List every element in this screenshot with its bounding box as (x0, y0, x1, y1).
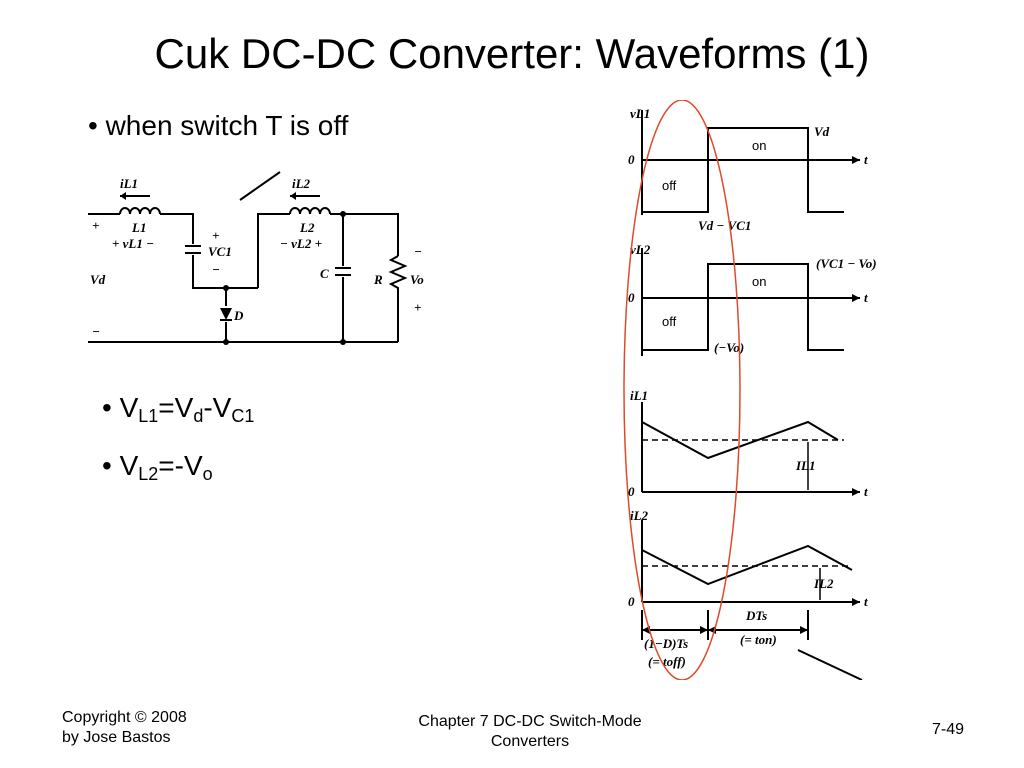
vl1-waveform (642, 127, 844, 213)
label-one-minus-d: (1−D)Ts (644, 636, 688, 651)
off-vl1: off (662, 178, 677, 193)
footer-copyright: Copyright © 2008 by Jose Bastos (62, 709, 187, 746)
highlight-ellipse (623, 100, 741, 680)
label-vo-minus: − (414, 244, 422, 259)
label-il2-avg: IL2 (813, 576, 834, 591)
label-vc1: VC1 (208, 244, 232, 259)
t-il1: t (864, 484, 868, 499)
label-vc1-minus: − (212, 262, 220, 277)
label-l2: L2 (299, 220, 315, 235)
label-vl2: − vL2 + (280, 236, 322, 251)
label-l1: L1 (131, 220, 146, 235)
bullet-switch-off: • when switch T is off (88, 110, 349, 141)
label-ton: (= ton) (740, 632, 777, 647)
t-vl2: t (864, 290, 868, 305)
vl2-waveform (642, 263, 844, 351)
slide-title: Cuk DC-DC Converter: Waveforms (1) (154, 30, 870, 77)
inductor-l2 (289, 207, 331, 215)
footer-page-number: 7-49 (932, 721, 965, 738)
axis-label-il2: iL2 (630, 508, 649, 523)
label-vd-wave: Vd (814, 124, 830, 139)
t-il2: t (864, 594, 868, 609)
off-vl2: off (662, 314, 677, 329)
zero-il2: 0 (628, 594, 635, 609)
t-vl1: t (864, 152, 868, 167)
cuk-waveforms: vL1 0 t on off Vd Vd − VC1 vL2 0 t on of… (623, 100, 877, 680)
label-c: C (320, 266, 329, 281)
label-neg-vo: (−Vo) (714, 340, 744, 355)
on-vl2: on (752, 274, 766, 289)
label-dts: DTs (745, 608, 767, 623)
label-vd: Vd (90, 272, 106, 287)
label-vo: Vo (410, 272, 424, 287)
axis-label-vl1: vL1 (630, 106, 650, 121)
label-vc1-plus: + (212, 228, 219, 243)
label-toff: (= toff) (648, 654, 686, 669)
on-vl1: on (752, 138, 766, 153)
equation-vl1: • VL1=Vd-VC1 (102, 392, 255, 426)
switch-t (239, 171, 281, 201)
zero-il1: 0 (628, 484, 635, 499)
label-il1: iL1 (120, 176, 138, 191)
label-vo-plus: + (414, 300, 421, 315)
label-il2: iL2 (292, 176, 311, 191)
label-vd-minus: − (92, 324, 100, 339)
inductor-l1 (119, 207, 161, 215)
label-vd-plus: + (92, 218, 99, 233)
axis-label-il1: iL1 (630, 388, 648, 403)
footer-chapter: Chapter 7 DC-DC Switch-Mode Converters (418, 713, 642, 750)
label-il1-avg: IL1 (795, 458, 816, 473)
label-r: R (373, 272, 383, 287)
label-vd-vc1: Vd − VC1 (698, 218, 751, 233)
equation-vl2: • VL2=-Vo (102, 450, 213, 484)
zero-vl2: 0 (628, 290, 635, 305)
label-vl1: + vL1 − (112, 236, 154, 251)
capacitor-c1 (185, 245, 201, 254)
label-vc1-vo: (VC1 − Vo) (816, 256, 877, 271)
capacitor-c (335, 267, 351, 276)
label-d: D (233, 308, 244, 323)
il2-waveform (641, 544, 853, 586)
resistor-r (388, 255, 408, 342)
axis-label-vl2: vL2 (630, 242, 651, 257)
cuk-circuit-diagram: iL1 iL2 L1 L2 + vL1 − − vL2 + VC1 + − C … (88, 171, 424, 345)
zero-vl1: 0 (628, 152, 635, 167)
